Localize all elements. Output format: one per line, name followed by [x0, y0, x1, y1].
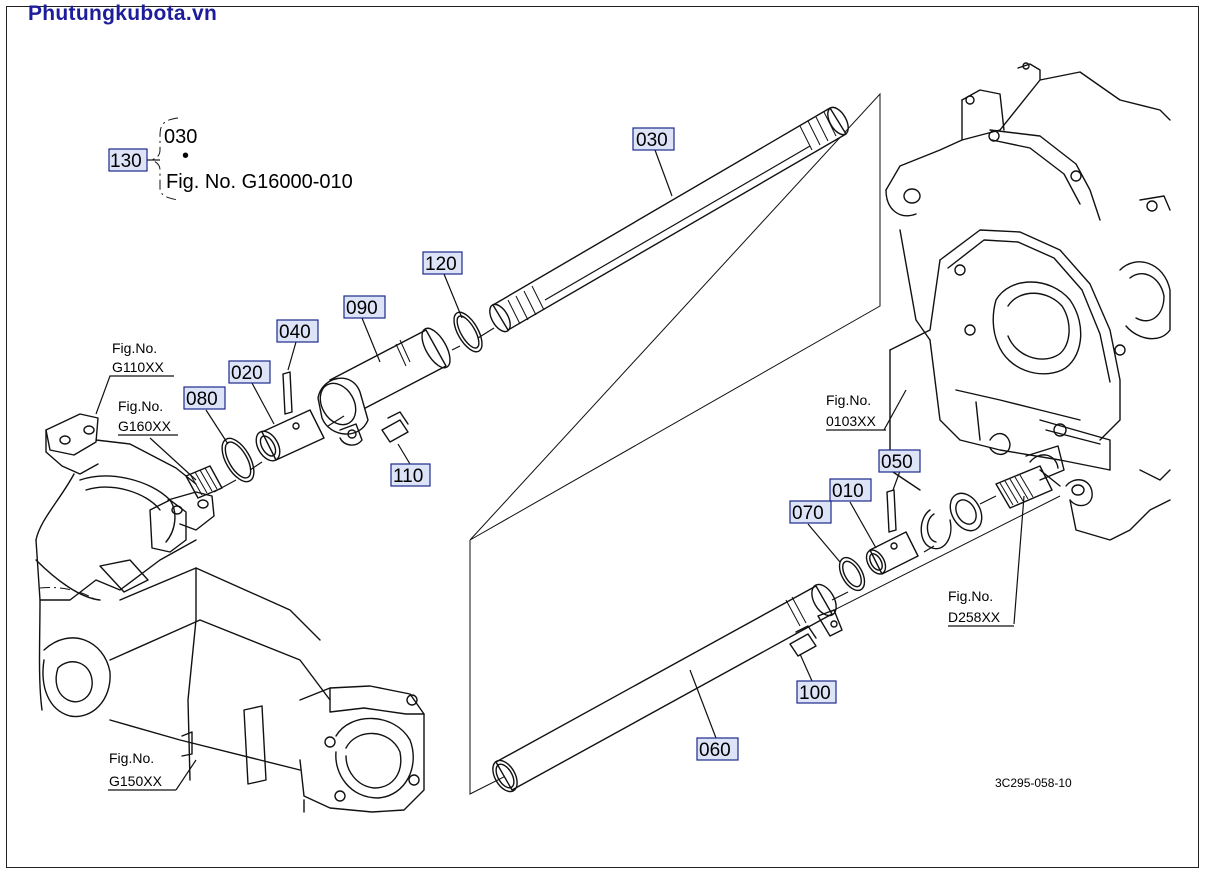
svg-text:100: 100 [799, 683, 831, 704]
svg-text:070: 070 [792, 503, 824, 524]
part-tag-040[interactable]: 040 [276, 319, 319, 343]
part-tag-010[interactable]: 010 [829, 478, 872, 502]
part-tag-110[interactable]: 110 [390, 463, 431, 487]
upper-shaft-assembly [213, 92, 881, 541]
svg-text:0103XX: 0103XX [826, 413, 876, 429]
axle-housing-left [35, 413, 425, 813]
brand-watermark: Phutungkubota.vn [28, 2, 218, 25]
fig-ref-d258xx[interactable]: Fig.No. D258XX [948, 588, 1014, 627]
legend-130: 030 • Fig. No. G16000-010 [150, 117, 353, 201]
svg-text:040: 040 [279, 322, 311, 343]
svg-text:G160XX: G160XX [118, 418, 172, 434]
part-tag-100[interactable]: 100 [796, 680, 837, 704]
transmission-case-right [885, 62, 1171, 541]
part-tag-050[interactable]: 050 [878, 449, 921, 473]
svg-text:Fig.No.: Fig.No. [826, 392, 871, 408]
svg-text:Fig.No.: Fig.No. [118, 398, 163, 414]
drawing-code: 3C295-058-10 [995, 776, 1072, 790]
svg-text:G110XX: G110XX [112, 359, 165, 375]
svg-text:110: 110 [393, 466, 423, 487]
legend-130-line2: Fig. No. G16000-010 [166, 171, 353, 193]
part-tag-060[interactable]: 060 [696, 737, 739, 761]
drawing-frame [6, 6, 1199, 868]
legend-130-line1: 030 [164, 126, 197, 148]
svg-text:080: 080 [186, 389, 218, 410]
part-tag-090[interactable]: 090 [343, 295, 386, 319]
svg-text:090: 090 [346, 298, 378, 319]
legend-130-dot: • [182, 145, 189, 167]
part-tag-030-top[interactable]: 030 [632, 127, 675, 151]
svg-text:030: 030 [636, 130, 668, 151]
svg-text:020: 020 [231, 363, 263, 384]
svg-text:010: 010 [832, 481, 864, 502]
svg-text:Fig.No.: Fig.No. [109, 750, 154, 766]
leader-lines [95, 149, 1025, 791]
lower-shaft-assembly [469, 489, 1061, 795]
svg-text:120: 120 [425, 254, 457, 275]
svg-text:050: 050 [881, 452, 913, 473]
part-tag-120[interactable]: 120 [422, 251, 463, 275]
fig-ref-0103xx[interactable]: Fig.No. 0103XX [826, 392, 886, 431]
fig-ref-g160xx[interactable]: Fig.No. G160XX [118, 398, 178, 436]
part-tag-070[interactable]: 070 [789, 500, 832, 524]
svg-text:G150XX: G150XX [109, 773, 163, 789]
svg-text:Fig.No.: Fig.No. [112, 340, 157, 356]
svg-text:130: 130 [110, 151, 142, 172]
svg-text:Fig.No.: Fig.No. [948, 588, 993, 604]
svg-text:060: 060 [699, 740, 731, 761]
part-tag-130[interactable]: 130 [108, 148, 148, 172]
svg-text:D258XX: D258XX [948, 609, 1001, 625]
fig-ref-g150xx[interactable]: Fig.No. G150XX [108, 750, 176, 791]
fig-ref-g110xx[interactable]: Fig.No. G110XX [112, 340, 165, 375]
part-tag-080[interactable]: 080 [183, 386, 226, 410]
part-tag-020[interactable]: 020 [228, 360, 271, 384]
